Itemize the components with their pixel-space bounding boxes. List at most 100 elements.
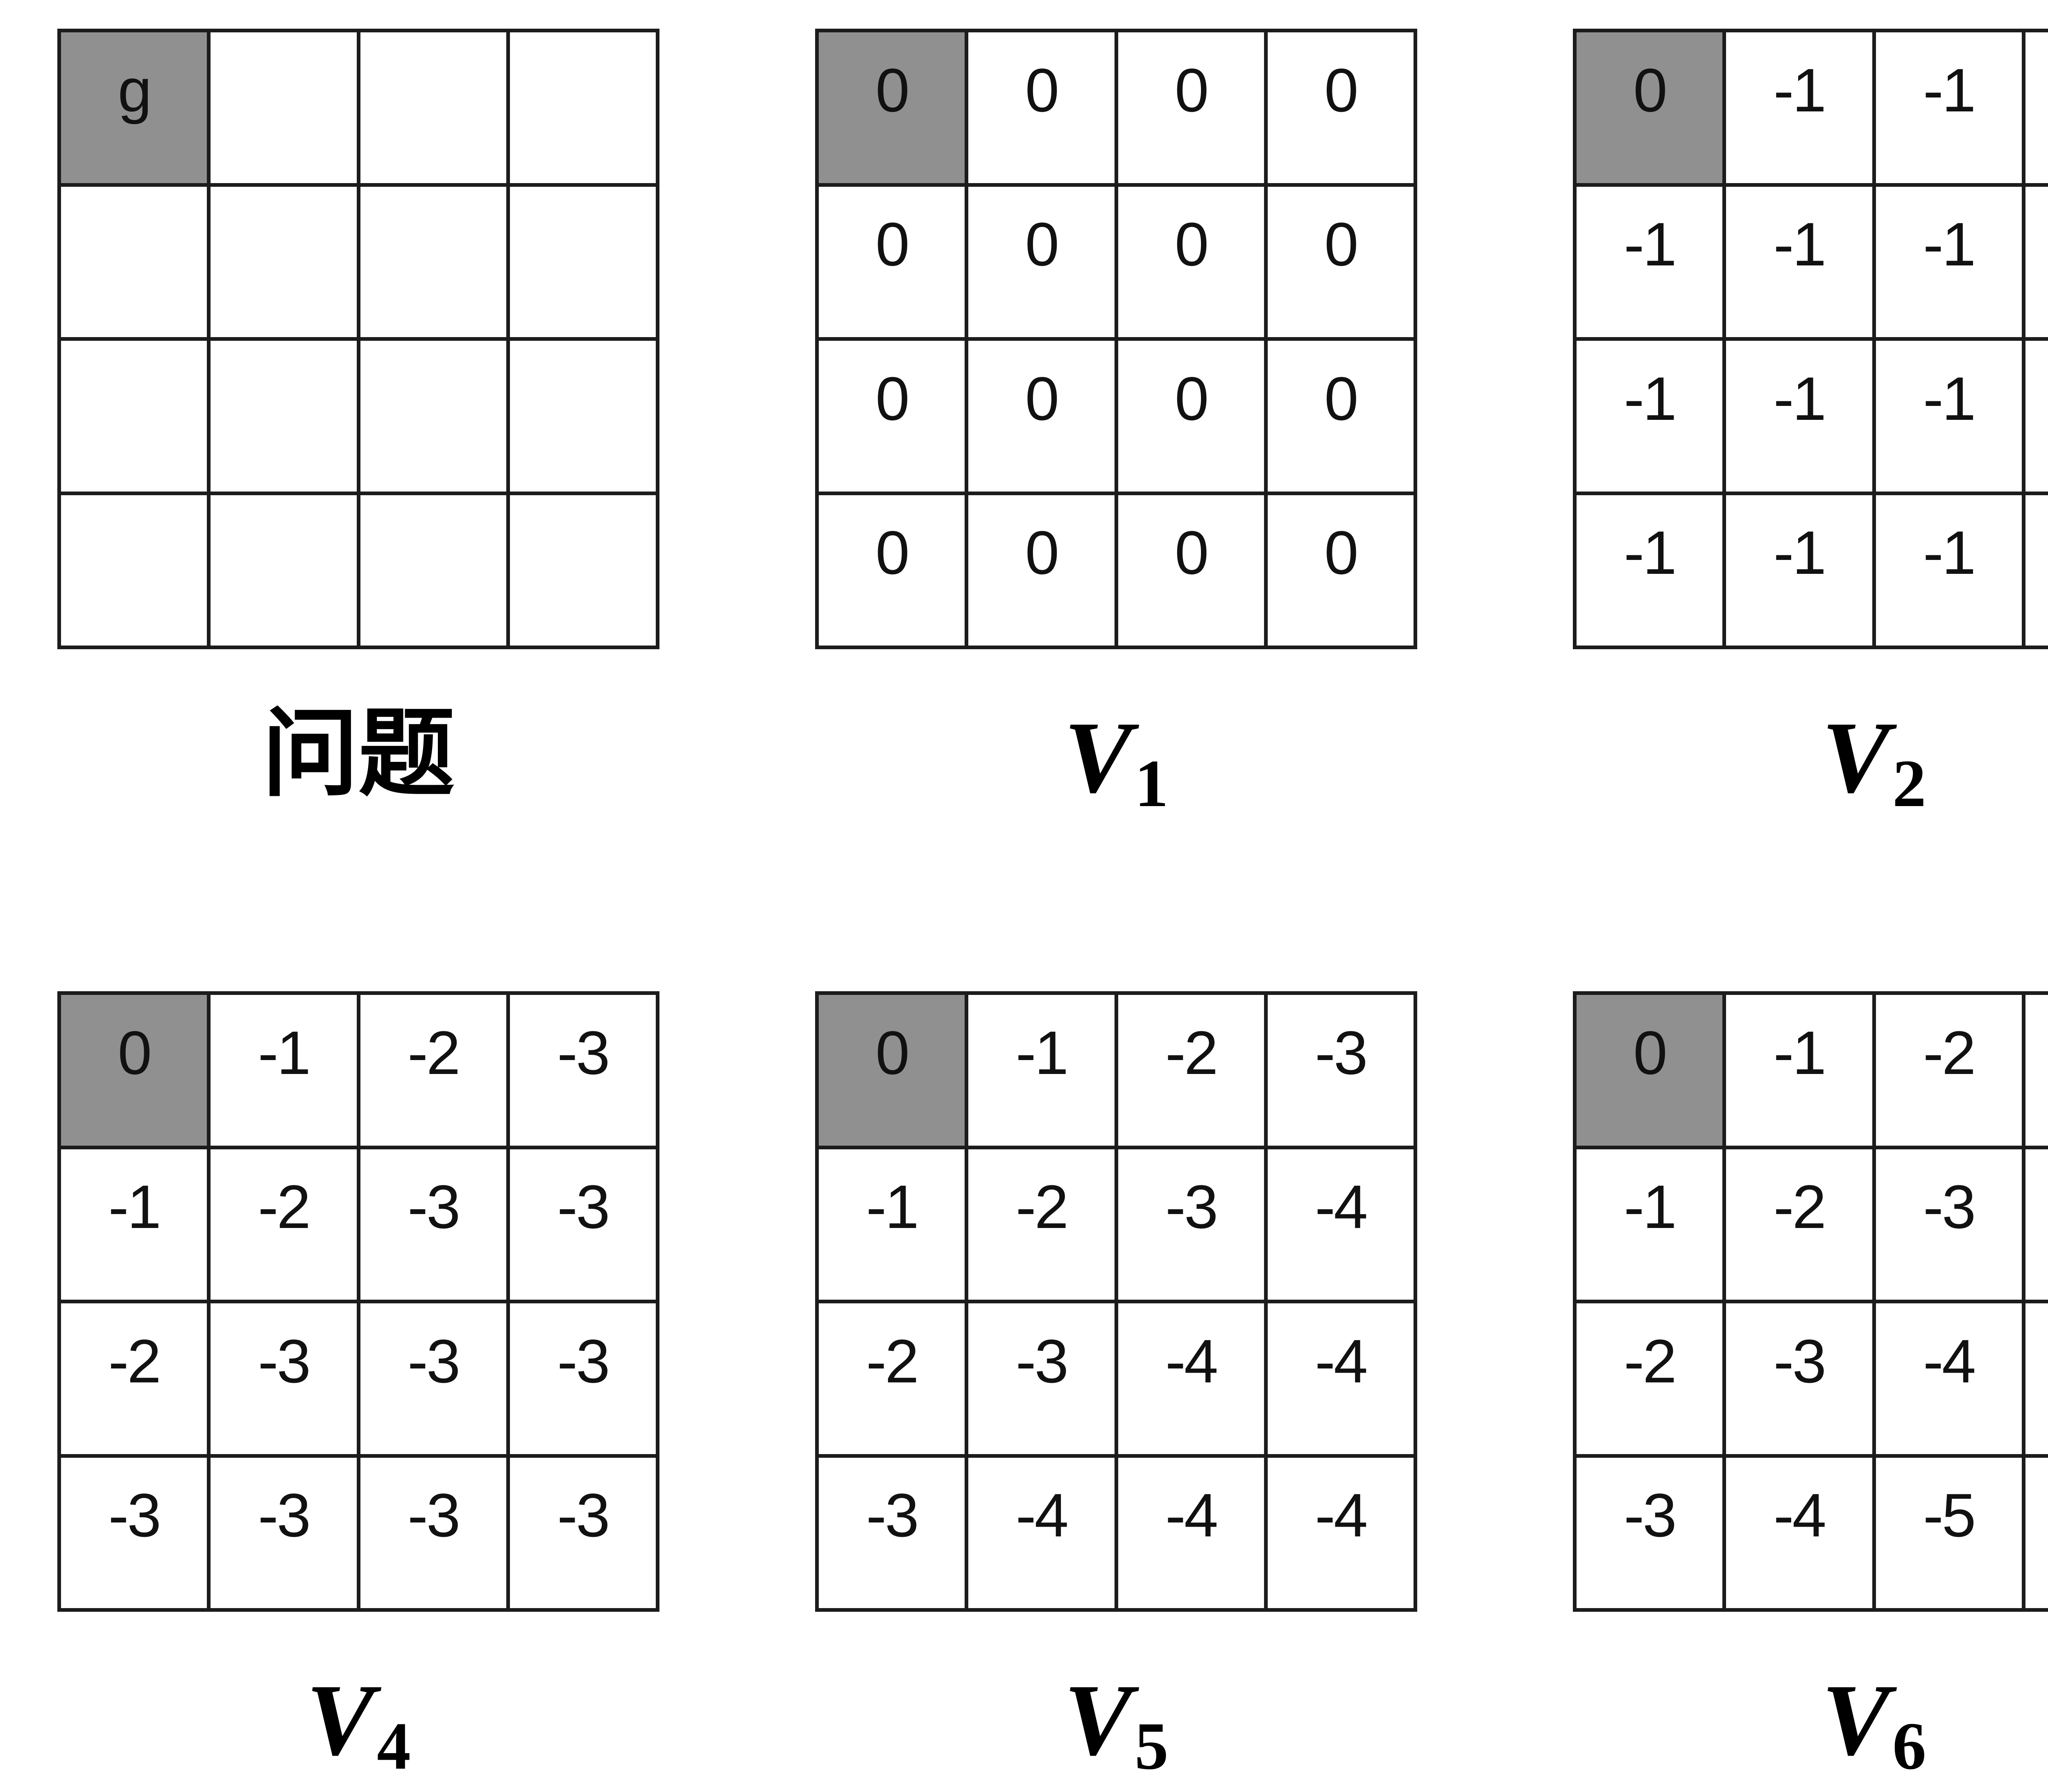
grid-cell-v4-r2-c0: -2 [61,1303,207,1454]
goal-cell-v2-r0-c0: 0 [1577,32,1723,183]
grid-cell-v6-r0-c1: -1 [1726,995,1872,1146]
goal-cell-v4-r0-c0: 0 [61,995,207,1146]
grid-cell-v2-r3-c3: -1 [2025,495,2048,646]
grid-cell-v4-r1-c1: -2 [211,1149,357,1300]
grid-cell-v6-r1-c1: -2 [1726,1149,1872,1300]
grid-cell-v5-r0-c3: -3 [1267,995,1414,1146]
panel-label-problem: 问题 [262,707,455,829]
grid-cell-v1-r3-c0: 0 [819,495,965,646]
grid-cell-v2-r1-c1: -1 [1726,186,1872,337]
grid-cell-v5-r2-c1: -3 [968,1303,1115,1454]
panel-label-base: V [306,1663,375,1777]
grid-cell-problem-r2-c1 [211,341,357,492]
grid-cell-problem-r1-c0 [61,186,207,337]
grid-cell-problem-r2-c3 [510,341,656,492]
grid-cell-problem-r3-c3 [510,495,656,646]
grid-cell-v1-r0-c3: 0 [1267,32,1414,183]
grid-cell-v2-r3-c2: -1 [1876,495,2022,646]
panel-label-base: V [1064,701,1133,814]
panel-label-base: V [1064,1663,1133,1777]
goal-cell-problem-r0-c0: g [61,32,207,183]
grid-v2: 0-1-1-1-1-1-1-1-1-1-1-1-1-1-1-1 [1573,29,2048,649]
grid-cell-problem-r0-c1 [211,32,357,183]
grid-cell-v1-r3-c2: 0 [1118,495,1264,646]
grid-v4: 0-1-2-3-1-2-3-3-2-3-3-3-3-3-3-3 [57,991,659,1612]
grid-cell-v5-r0-c2: -2 [1118,995,1264,1146]
grid-cell-v6-r3-c2: -5 [1876,1457,2022,1608]
grid-cell-v5-r2-c0: -2 [819,1303,965,1454]
panel-label-text: 问题 [262,701,455,808]
grid-cell-problem-r1-c3 [510,186,656,337]
panel-label-subscript: 5 [1135,1708,1169,1783]
grid-problem: g [57,29,659,649]
grid-cell-v4-r0-c3: -3 [510,995,656,1146]
grid-cell-problem-r3-c1 [211,495,357,646]
grid-cell-v2-r1-c3: -1 [2025,186,2048,337]
grid-cell-v4-r1-c0: -1 [61,1149,207,1300]
grid-cell-v1-r2-c1: 0 [968,341,1115,492]
panel-label-base: V [1821,701,1890,814]
grid-cell-v5-r0-c1: -1 [968,995,1115,1146]
grid-cell-v1-r1-c3: 0 [1267,186,1414,337]
grid-cell-v2-r2-c3: -1 [2025,341,2048,492]
grid-cell-v2-r1-c0: -1 [1577,186,1723,337]
grid-cell-problem-r0-c2 [360,32,506,183]
grid-cell-v4-r3-c2: -3 [360,1457,506,1608]
grid-cell-v4-r2-c3: -3 [510,1303,656,1454]
grid-cell-v2-r0-c1: -1 [1726,32,1872,183]
grid-cell-v4-r2-c1: -3 [211,1303,357,1454]
grid-cell-v4-r1-c2: -3 [360,1149,506,1300]
grid-cell-v2-r3-c1: -1 [1726,495,1872,646]
grid-cell-problem-r1-c2 [360,186,506,337]
grid-cell-v1-r1-c1: 0 [968,186,1115,337]
grid-v6: 0-1-2-3-1-2-3-4-2-3-4-5-3-4-5-5 [1573,991,2048,1612]
grid-cell-v1-r0-c2: 0 [1118,32,1264,183]
grid-cell-v6-r2-c2: -4 [1876,1303,2022,1454]
grid-cell-v4-r3-c0: -3 [61,1457,207,1608]
grid-cell-v5-r3-c3: -4 [1267,1457,1414,1608]
grid-cell-v5-r2-c3: -4 [1267,1303,1414,1454]
goal-cell-v1-r0-c0: 0 [819,32,965,183]
grid-cell-v1-r3-c3: 0 [1267,495,1414,646]
grid-cell-v4-r1-c3: -3 [510,1149,656,1300]
panel-label-base: V [1821,1663,1890,1777]
grid-cell-problem-r2-c2 [360,341,506,492]
grid-cell-v6-r3-c0: -3 [1577,1457,1723,1608]
grid-cell-v5-r3-c1: -4 [968,1457,1115,1608]
grid-cell-v5-r1-c2: -3 [1118,1149,1264,1300]
grid-cell-v6-r2-c1: -3 [1726,1303,1872,1454]
grid-cell-v5-r2-c2: -4 [1118,1303,1264,1454]
panel-label-subscript: 4 [377,1708,411,1783]
grid-cell-v4-r0-c2: -2 [360,995,506,1146]
grid-cell-v1-r2-c2: 0 [1118,341,1264,492]
grid-cell-v6-r2-c3: -5 [2025,1303,2048,1454]
grid-cell-problem-r0-c3 [510,32,656,183]
grid-cell-v4-r0-c1: -1 [211,995,357,1146]
grid-cell-v5-r1-c0: -1 [819,1149,965,1300]
grid-cell-v2-r2-c1: -1 [1726,341,1872,492]
grid-v5: 0-1-2-3-1-2-3-4-2-3-4-4-3-4-4-4 [815,991,1417,1612]
grid-cell-v6-r0-c3: -3 [2025,995,2048,1146]
panel-label-subscript: 6 [1892,1708,1926,1783]
goal-cell-v6-r0-c0: 0 [1577,995,1723,1146]
grid-cell-v1-r0-c1: 0 [968,32,1115,183]
grid-cell-v6-r1-c0: -1 [1577,1149,1723,1300]
grid-cell-v2-r2-c2: -1 [1876,341,2022,492]
panel-v6: 0-1-2-3-1-2-3-4-2-3-4-5-3-4-5-5V6 [1573,991,2048,1792]
grid-cell-v5-r3-c0: -3 [819,1457,965,1608]
grid-cell-v6-r3-c3: -5 [2025,1457,2048,1608]
grid-cell-v2-r0-c2: -1 [1876,32,2022,183]
grid-cell-v5-r1-c3: -4 [1267,1149,1414,1300]
grid-cell-v1-r1-c0: 0 [819,186,965,337]
grid-cell-v4-r3-c1: -3 [211,1457,357,1608]
panel-v2: 0-1-1-1-1-1-1-1-1-1-1-1-1-1-1-1V2 [1573,29,2048,829]
grid-cell-v1-r2-c0: 0 [819,341,965,492]
